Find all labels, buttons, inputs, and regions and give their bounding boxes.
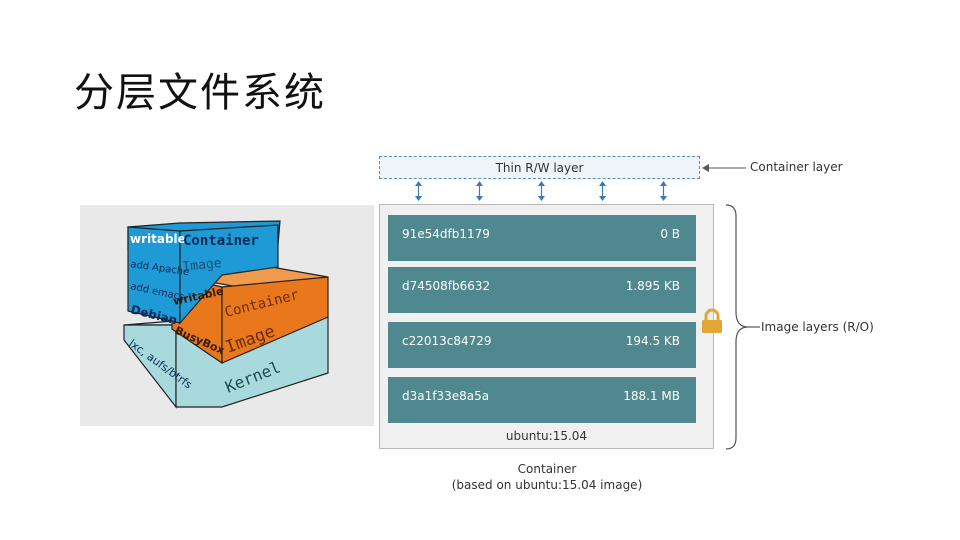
caption-line: Container xyxy=(517,462,577,476)
slide-title: 分层文件系统 xyxy=(74,70,326,116)
image-layer: 91e54dfb1179 0 B xyxy=(388,215,696,261)
layer-size: 0 B xyxy=(660,227,680,241)
double-arrow-icon xyxy=(599,181,606,201)
thin-rw-layer: Thin R/W layer xyxy=(379,156,700,179)
layer-id: c22013c84729 xyxy=(402,334,492,348)
layer-size: 1.895 KB xyxy=(625,279,680,293)
image-layer: d3a1f33e8a5a 188.1 MB xyxy=(388,377,696,423)
double-arrow-icon xyxy=(476,181,483,201)
container-layer-arrow-icon xyxy=(702,164,746,172)
double-arrow-icon xyxy=(538,181,545,201)
stack-label: writable xyxy=(130,232,186,246)
layer-size: 194.5 KB xyxy=(625,334,680,348)
image-layers-label: Image layers (R/O) xyxy=(761,320,874,334)
thin-rw-layer-label: Thin R/W layer xyxy=(495,160,584,175)
double-arrow-icon xyxy=(660,181,667,201)
stack-label: Container xyxy=(183,233,259,249)
caption-line: (based on ubuntu:15.04 image) xyxy=(451,478,643,492)
image-container-box: 91e54dfb1179 0 B d74508fb6632 1.895 KB c… xyxy=(379,204,714,449)
layer-id: d74508fb6632 xyxy=(402,279,491,293)
orange-front-face xyxy=(221,276,329,364)
layer-stack-illustration: writable Container add Apache Image add … xyxy=(80,205,374,426)
layer-stack-drawing: writable Container add Apache Image add … xyxy=(123,220,329,409)
blue-front-face xyxy=(179,224,279,325)
layer-size: 188.1 MB xyxy=(623,389,680,403)
layer-id: 91e54dfb1179 xyxy=(402,227,490,241)
image-layer: c22013c84729 194.5 KB xyxy=(388,322,696,368)
double-arrow-icon xyxy=(415,181,422,201)
image-layers-brace-icon xyxy=(725,204,760,450)
layer-id: d3a1f33e8a5a xyxy=(402,389,490,403)
stack-label: Image xyxy=(182,256,223,275)
lock-icon xyxy=(702,308,722,333)
image-layer: d74508fb6632 1.895 KB xyxy=(388,267,696,313)
container-layer-label: Container layer xyxy=(750,160,843,174)
image-name: ubuntu:15.04 xyxy=(505,429,588,443)
diagram-caption: Container (based on ubuntu:15.04 image) xyxy=(380,461,714,493)
